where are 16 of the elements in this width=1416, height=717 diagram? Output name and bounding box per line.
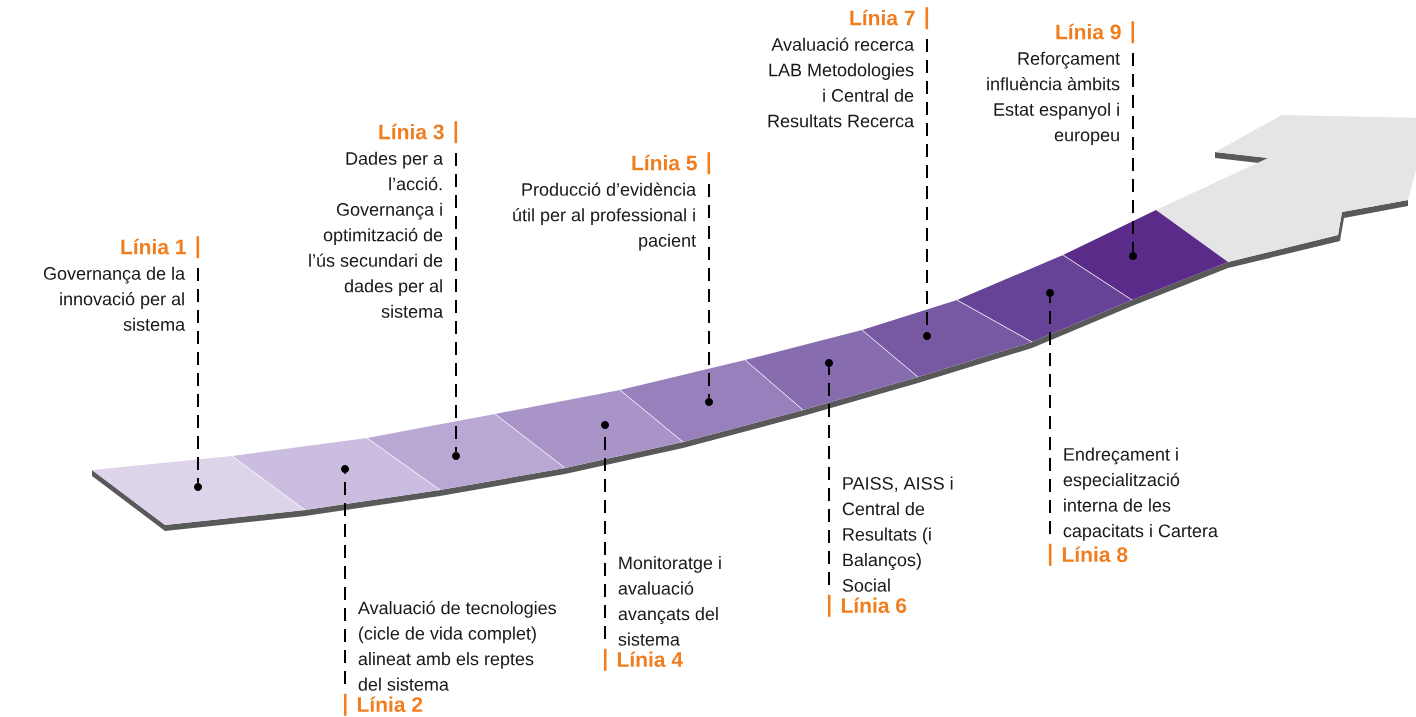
line-callout: Línia 7 Avaluació recerca LAB Metodologies i Central de Resultats Recerca: [768, 7, 929, 128]
leader-line: [828, 366, 830, 586]
line-callout: Línia 1 Governança de la innovació per al sistema: [43, 236, 200, 331]
leader-line: [1132, 52, 1134, 253]
leader-line: [455, 152, 457, 453]
line-callout: Línia 5 Producció d’evidència útil per al professional i pacient: [513, 152, 711, 251]
line-callout: Línia 9 Reforçament influència àmbits Estat espanyol i europeu: [987, 21, 1135, 145]
line-callout: Endreçament i especialització interna de les capacitats i Cartera Línia 8: [1048, 447, 1218, 566]
line-callout: Monitoratge i avaluació avançats del sistema Línia 4: [603, 556, 721, 671]
line-callout: Línia 3 Dades per a l’acció. Governança i optimització de l’ús secundari de dades per al sistema: [309, 121, 458, 318]
leader-line: [197, 267, 199, 484]
leader-line: [1049, 296, 1051, 535]
line-callout: PAISS, AISS i Central de Resultats (i Balanços) Social Línia 6: [827, 476, 953, 617]
leader-line: [344, 472, 346, 685]
line-callout: Avaluació de tecnologies (cicle de vida complet) alineat amb els reptes del sistema Línia 2: [343, 600, 556, 716]
leader-line: [708, 183, 710, 399]
